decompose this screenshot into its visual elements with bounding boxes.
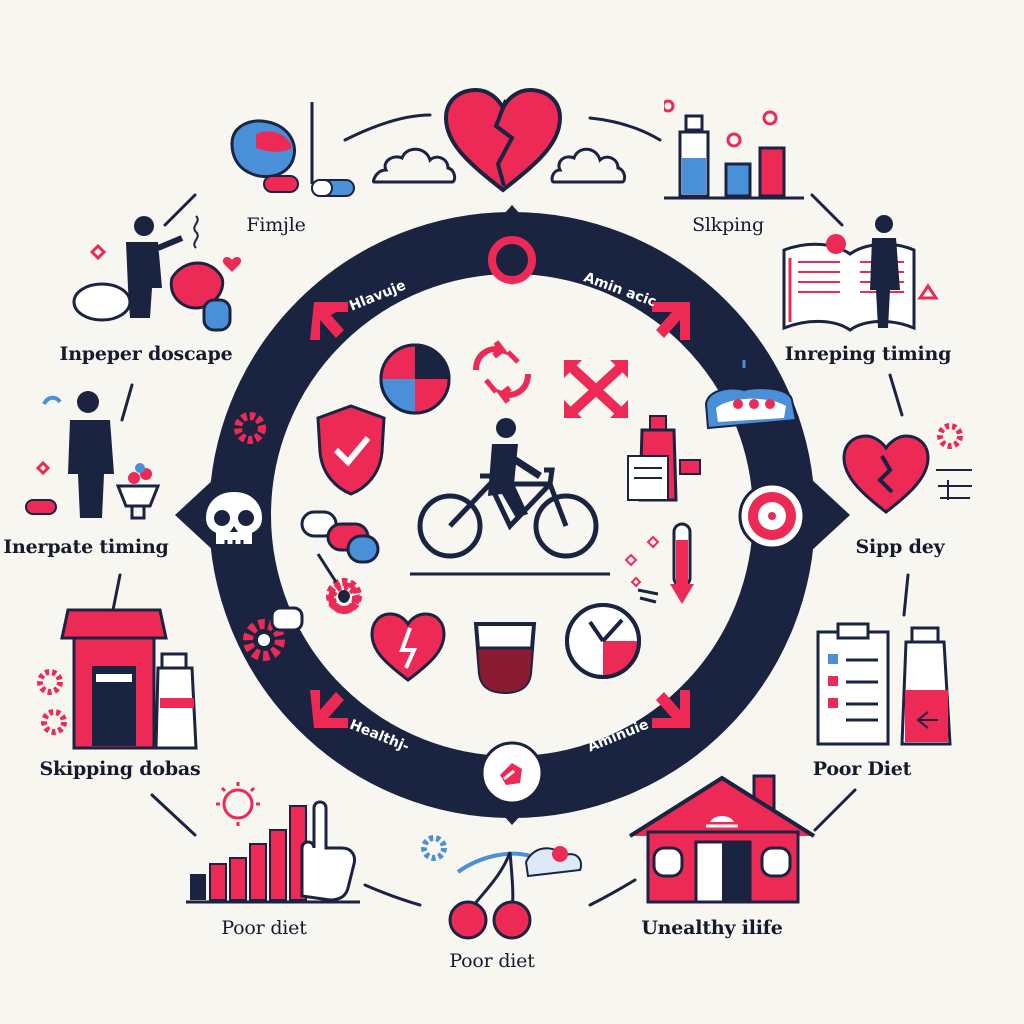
bottles-icon: [664, 99, 804, 200]
house-icon: [628, 774, 816, 904]
crossed-arrows-icon: [564, 360, 628, 418]
label-top-right: Slkping: [692, 214, 764, 236]
person-icon: [72, 215, 242, 332]
gear-icon: [234, 412, 266, 444]
label-lower-right: Poor Diet: [812, 758, 912, 780]
label-top-left: Fimjle: [246, 214, 306, 236]
broken-heart-icon: [443, 87, 563, 193]
ring-badge-icon: [480, 741, 544, 805]
store-icon: [37, 608, 198, 750]
heart-pulse-icon: [842, 423, 972, 514]
target-icon: [738, 482, 806, 550]
pie-chart-icon: [379, 343, 451, 415]
gear-icon: [243, 606, 304, 661]
label-bottom-right: Unealthy ilife: [641, 917, 783, 939]
bar-chart-icon: [186, 782, 360, 904]
clipboard-icon: [816, 622, 952, 746]
cloud-icon: [550, 147, 627, 184]
pills-icon: [230, 102, 355, 197]
label-bottom-left: Poor diet: [221, 917, 307, 939]
person-icon: [25, 391, 161, 520]
label-upper-left: Inpeper doscape: [59, 343, 233, 365]
clock-icon: [565, 603, 641, 679]
shield-check-icon: [316, 404, 386, 496]
label-lower-left: Skipping dobas: [39, 758, 201, 780]
thermometer-icon: [624, 522, 694, 604]
recycle-icon: [473, 340, 531, 404]
heart-pulse-icon: [370, 612, 446, 682]
bottles-icon: [627, 360, 798, 502]
glass-icon: [473, 622, 537, 695]
label-upper-right: Inreping timing: [784, 343, 952, 365]
label-mid-right: Sipp dey: [855, 536, 945, 558]
bicycle-icon: [410, 418, 610, 576]
gear-icon: [328, 582, 360, 614]
skull-icon: [201, 487, 267, 548]
book-icon: [782, 215, 939, 332]
label-bottom-center: Poor diet: [449, 950, 535, 972]
star-icon: [736, 616, 756, 636]
star-icon: [260, 374, 280, 394]
cherries-icon: [421, 835, 582, 940]
ring-circle-icon: [488, 236, 536, 284]
cloud-icon: [372, 147, 457, 184]
label-mid-left: Inerpate timing: [3, 536, 169, 558]
